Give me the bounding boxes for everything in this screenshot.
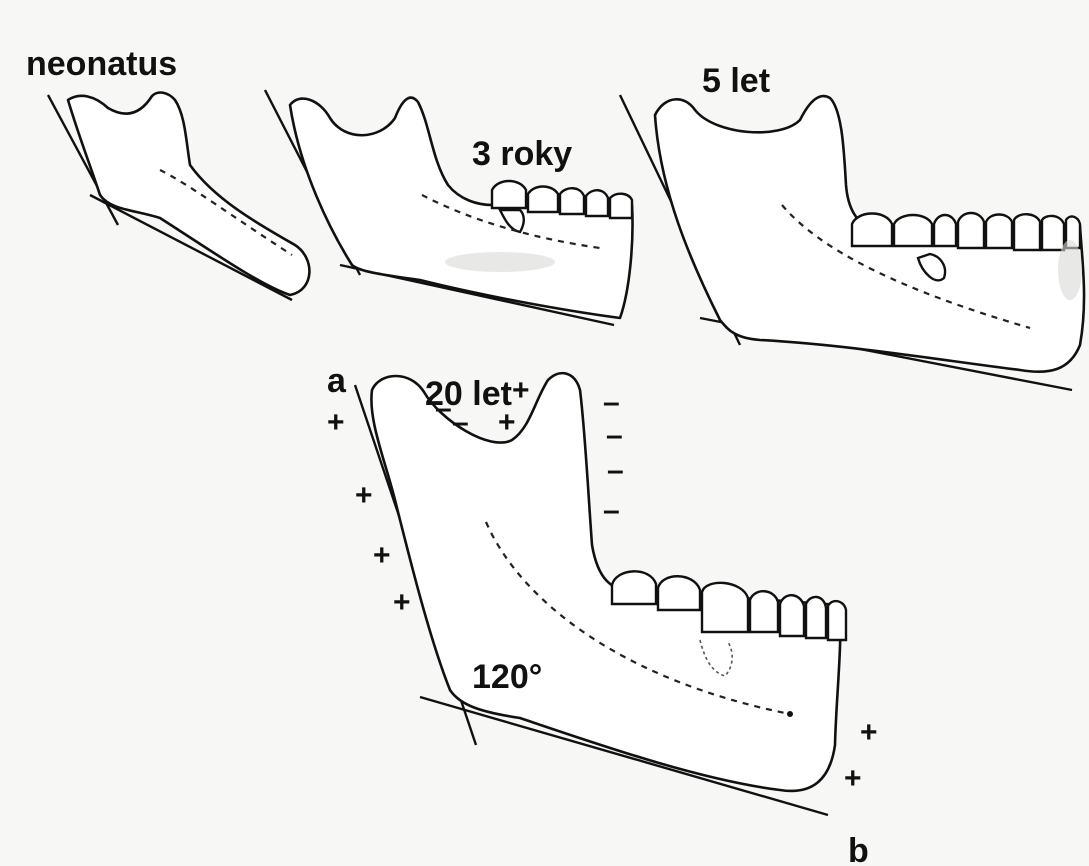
sign-resorption: – bbox=[606, 419, 623, 452]
molar-3-years bbox=[528, 187, 558, 213]
bone-texture-5-years bbox=[1058, 240, 1082, 300]
sign-resorption: – bbox=[607, 454, 624, 487]
label-neonatus: neonatus bbox=[26, 45, 177, 83]
premolar-5-years bbox=[934, 215, 956, 246]
molar-5-years bbox=[852, 214, 892, 247]
molar-5-years bbox=[894, 215, 932, 246]
label-3-years: 3 roky bbox=[472, 135, 572, 173]
mandible-20-years: 20 let a b 120° + + + + + + + + – – – – … bbox=[327, 362, 878, 866]
incisor-5-years bbox=[1014, 214, 1040, 250]
label-point-a: a bbox=[327, 362, 347, 400]
premolar-20-years bbox=[780, 595, 804, 636]
mental-foramen-20-years bbox=[787, 711, 793, 717]
molar-20-years bbox=[612, 571, 656, 604]
label-5-years: 5 let bbox=[702, 62, 770, 100]
sign-resorption: – bbox=[452, 406, 469, 439]
mandible-outline-neonatus bbox=[68, 93, 309, 295]
sign-apposition: + bbox=[355, 479, 373, 512]
mandible-5-years: 5 let bbox=[620, 62, 1084, 390]
incisor-20-years bbox=[828, 601, 846, 640]
sign-apposition: + bbox=[393, 586, 411, 619]
label-point-b: b bbox=[848, 832, 869, 866]
premolar-5-years bbox=[958, 213, 984, 248]
sign-resorption: – bbox=[603, 386, 620, 419]
bone-texture-3-years bbox=[445, 252, 555, 272]
canine-5-years bbox=[986, 215, 1012, 249]
sign-apposition: + bbox=[844, 762, 862, 795]
canine-20-years bbox=[806, 597, 826, 638]
sign-apposition: + bbox=[512, 374, 530, 407]
mandible-3-years: 3 roky bbox=[265, 90, 633, 325]
incisor-3-years bbox=[610, 194, 632, 218]
premolar-20-years bbox=[750, 591, 778, 632]
sign-resorption: – bbox=[603, 494, 620, 527]
molar-3-years bbox=[492, 181, 526, 208]
incisor-5-years bbox=[1042, 216, 1064, 250]
molar-20-years bbox=[702, 583, 748, 632]
canine-3-years bbox=[586, 190, 608, 216]
label-gonial-angle: 120° bbox=[472, 658, 542, 696]
molar-20-years bbox=[658, 576, 700, 610]
premolar-3-years bbox=[560, 188, 584, 214]
sign-apposition: + bbox=[373, 539, 391, 572]
sign-apposition: + bbox=[327, 406, 345, 439]
sign-resorption: – bbox=[435, 392, 452, 425]
sign-apposition: + bbox=[860, 716, 878, 749]
mandible-neonatus: neonatus bbox=[26, 45, 309, 300]
sign-apposition: + bbox=[498, 406, 516, 439]
